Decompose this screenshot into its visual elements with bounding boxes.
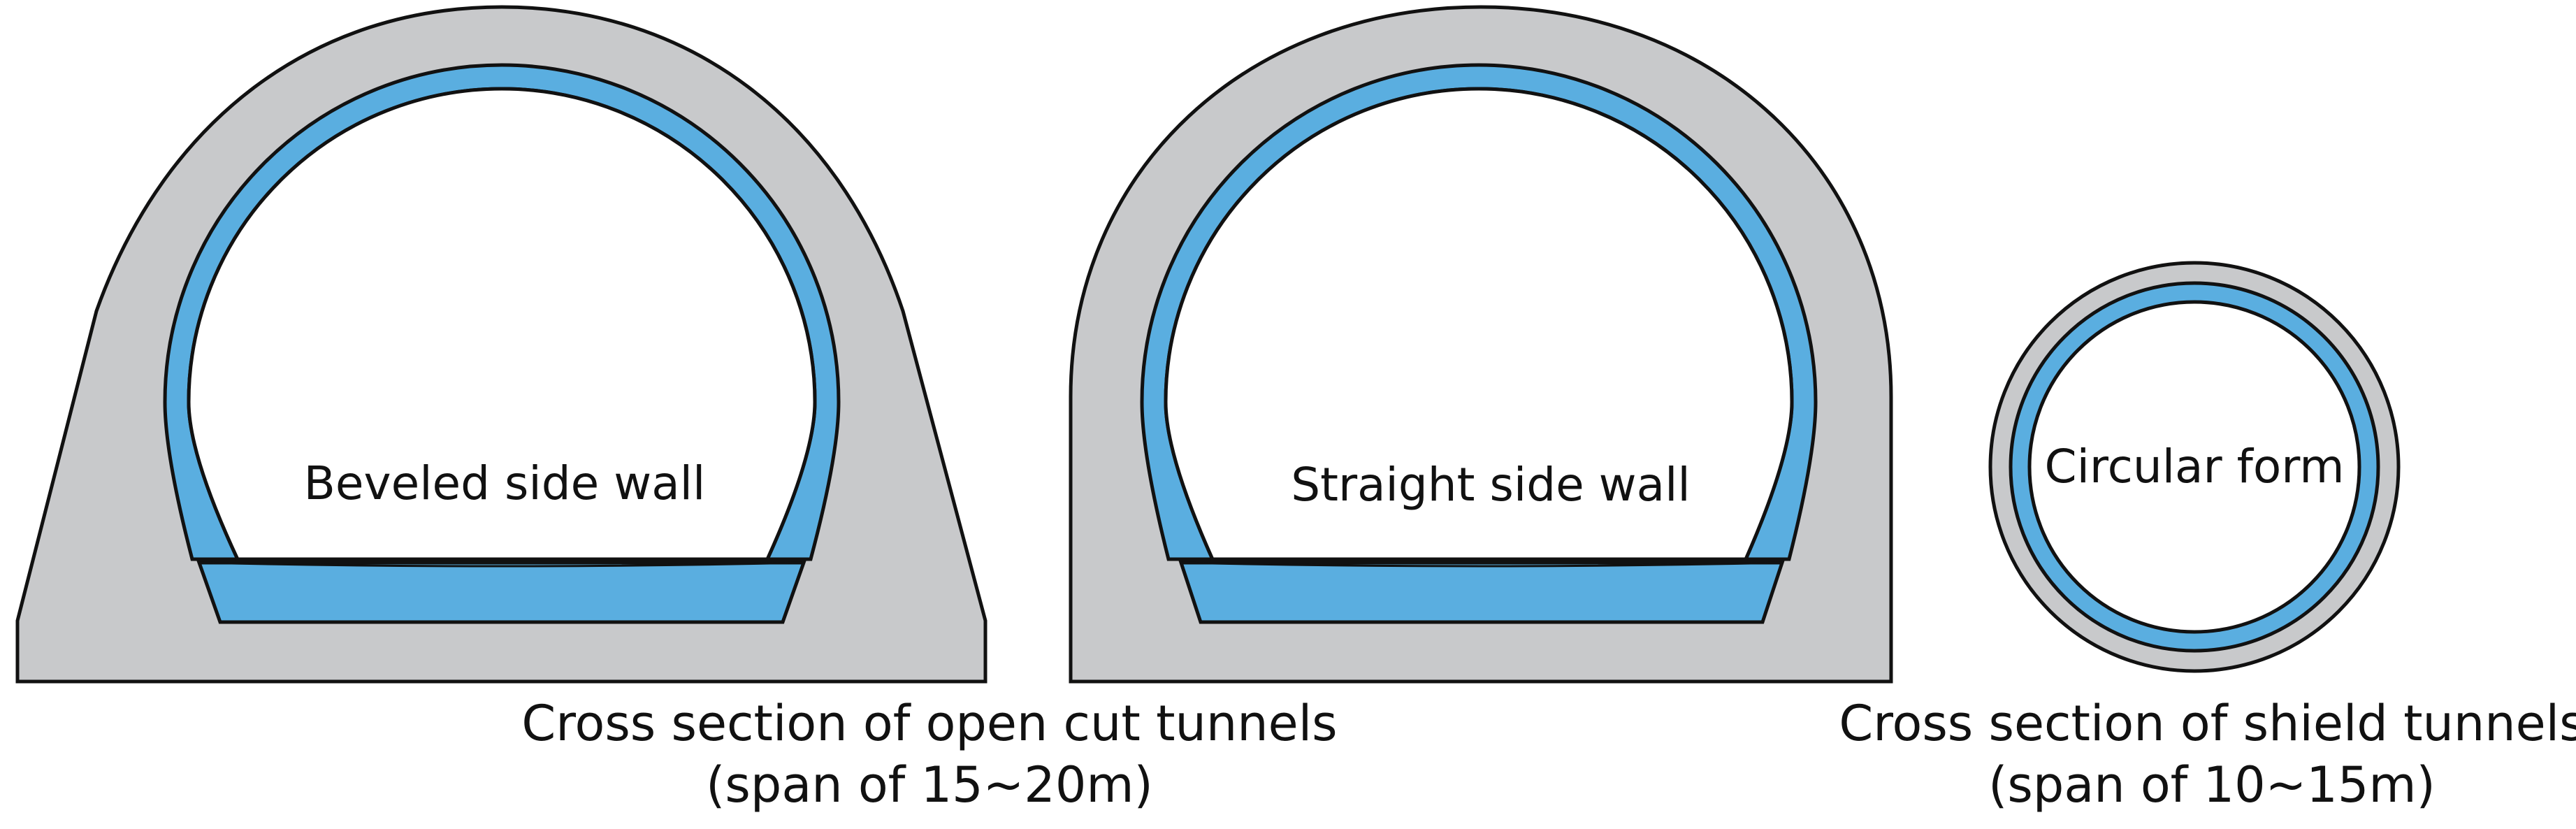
straight-label: Straight side wall: [1291, 458, 1691, 512]
beveled-inner-void: [187, 87, 817, 561]
open-cut-caption-line1: Cross section of open cut tunnels: [521, 695, 1337, 752]
open-cut-caption-line2: (span of 15~20m): [706, 756, 1153, 814]
beveled-invert-slab: [196, 561, 806, 624]
circular-form-section: Circular form: [1988, 261, 2401, 673]
beveled-side-wall-section: Beveled side wall: [15, 5, 987, 684]
straight-slab-top-line: [1180, 561, 1783, 568]
shield-caption-line1: Cross section of shield tunnels: [1839, 695, 2576, 752]
shield-caption-line2: (span of 10~15m): [1988, 756, 2436, 814]
beveled-slab-top-line: [198, 561, 804, 568]
circular-inner-void: [2027, 300, 2361, 634]
beveled-label: Beveled side wall: [304, 456, 706, 510]
straight-inner-void: [1164, 87, 1794, 561]
shield-caption: Cross section of shield tunnels (span of…: [1839, 695, 2576, 814]
straight-side-wall-section: Straight side wall: [1069, 5, 1893, 684]
open-cut-caption: Cross section of open cut tunnels (span …: [521, 695, 1337, 814]
straight-invert-slab: [1178, 561, 1785, 624]
circular-label: Circular form: [2045, 440, 2345, 493]
